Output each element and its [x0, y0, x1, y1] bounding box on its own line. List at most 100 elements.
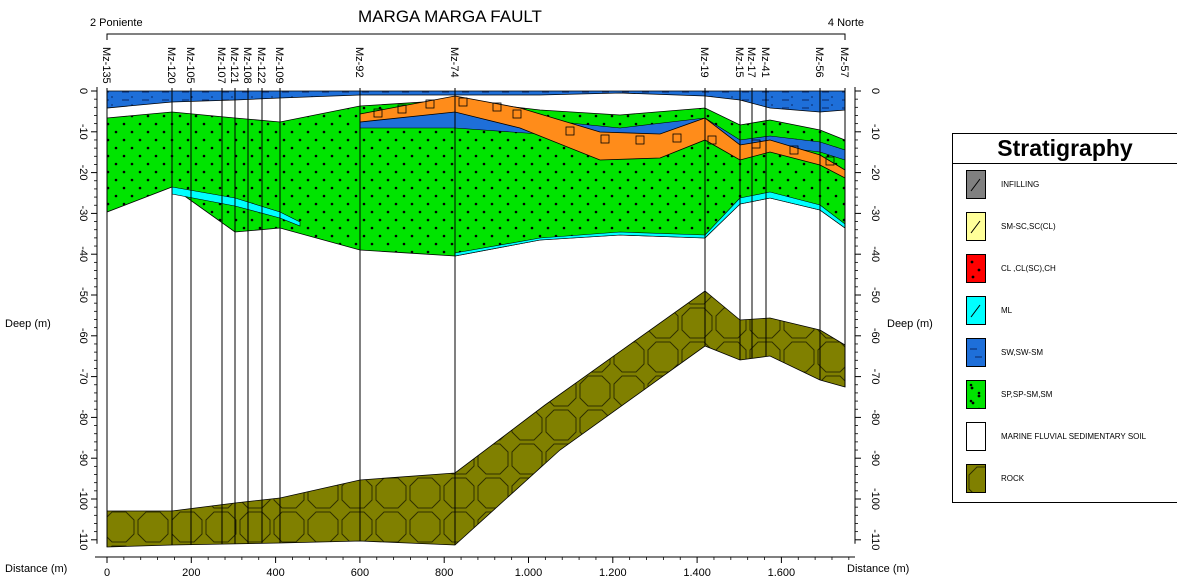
lens-marker [492, 102, 502, 112]
depth-tick-label: -70 [77, 369, 89, 385]
depth-tick-label: -30 [77, 205, 89, 221]
lens-marker [565, 126, 575, 136]
borehole-label: Mz-15 [733, 47, 745, 78]
legend-item: ROCK [953, 458, 1177, 500]
lens-marker [672, 133, 682, 143]
borehole-label: Mz-107 [215, 47, 227, 84]
depth-tick-label: -10 [869, 124, 881, 140]
ml-layer-left [171, 186, 301, 227]
lens-marker [397, 104, 407, 114]
left-end-label: 2 Poniente [90, 17, 143, 29]
distance-axis: 0 200 400 600 800 1.000 1.200 1.400 1.600 [95, 556, 855, 579]
borehole-label: Mz-56 [813, 47, 825, 78]
distance-tick-label: 1.000 [515, 567, 543, 579]
borehole-label: Mz-17 [745, 47, 757, 78]
distance-tick-label: 1.600 [768, 567, 796, 579]
diagram-title: MARGA MARGA FAULT [358, 7, 542, 26]
borehole-label: Mz-108 [241, 47, 253, 84]
distance-tick-label: 1.200 [599, 567, 627, 579]
legend-swatch [966, 338, 986, 367]
depth-axis-left: 0-10-20-30-40-50-60-70-80-90-100-110 [77, 87, 98, 550]
depth-tick-label: 0 [869, 88, 881, 94]
legend-label: SP,SP-SM,SM [1001, 390, 1053, 399]
lens-marker [425, 99, 435, 109]
lens-marker [707, 135, 717, 145]
legend-label: CL ,CL(SC),CH [1001, 264, 1056, 273]
sw-layer [106, 90, 846, 113]
legend-item: CL ,CL(SC),CH [953, 248, 1177, 290]
legend-swatch [966, 464, 986, 493]
depth-tick-label: -70 [869, 369, 881, 385]
depth-tick-label: -40 [869, 246, 881, 262]
depth-tick-label: -60 [869, 328, 881, 344]
distance-tick-label: 0 [104, 567, 110, 579]
depth-tick-label: -10 [77, 124, 89, 140]
legend-item: INFILLING [953, 164, 1177, 206]
borehole-label: Mz-57 [838, 47, 850, 78]
legend-swatch [966, 212, 986, 241]
borehole-label: Mz-121 [228, 47, 240, 84]
depth-tick-label: -100 [77, 488, 89, 510]
depth-tick-label: -110 [77, 529, 89, 550]
borehole-labels: Mz-135 Mz-120 Mz-105 Mz-107 Mz-121 Mz-10… [100, 47, 850, 84]
distance-label-right: Distance (m) [847, 563, 909, 575]
depth-tick-label: -90 [77, 450, 89, 466]
lens-marker [751, 139, 761, 149]
depth-tick-label: -60 [77, 328, 89, 344]
legend-label: SM-SC,SC(CL) [1001, 222, 1056, 231]
borehole-label: Mz-92 [353, 47, 365, 78]
lens-markers [373, 97, 835, 166]
left-axis-label: Deep (m) [5, 318, 51, 330]
depth-tick-label: 0 [77, 88, 89, 94]
right-end-label: 4 Norte [828, 17, 864, 29]
legend-swatch [966, 254, 986, 283]
borehole-lines [106, 88, 846, 547]
depth-tick-label: -40 [77, 246, 89, 262]
lens-marker [789, 145, 799, 155]
geology-layers [106, 90, 846, 548]
depth-tick-label: -90 [869, 450, 881, 466]
legend-swatch [966, 296, 986, 325]
depth-tick-label: -100 [869, 488, 881, 510]
stratigraphy-legend: Stratigraphy INFILLING SM-SC,SC(CL) CL ,CL… [952, 133, 1177, 503]
borehole-label: Mz-19 [698, 47, 710, 78]
distance-tick-label: 200 [182, 567, 200, 579]
borehole-label: Mz-122 [255, 47, 267, 84]
lens-marker [635, 135, 645, 145]
distance-tick-label: 800 [435, 567, 453, 579]
legend-swatch [966, 170, 986, 199]
legend-item: SW,SW-SM [953, 332, 1177, 374]
legend-swatch [966, 380, 986, 409]
rock-layer [106, 290, 846, 548]
legend-item: SM-SC,SC(CL) [953, 206, 1177, 248]
depth-tick-label: -30 [869, 205, 881, 221]
legend-title: Stratigraphy [953, 134, 1177, 164]
borehole-label: Mz-120 [165, 47, 177, 84]
depth-tick-label: -110 [869, 529, 881, 550]
legend-item: MARINE FLUVIAL SEDIMENTARY SOIL [953, 416, 1177, 458]
legend-label: SW,SW-SM [1001, 348, 1044, 357]
distance-tick-label: 1.400 [683, 567, 711, 579]
distance-tick-label: 600 [351, 567, 369, 579]
depth-tick-label: -80 [77, 409, 89, 425]
distance-tick-label: 400 [266, 567, 284, 579]
legend-item: ML [953, 290, 1177, 332]
lens-marker [458, 97, 468, 107]
right-axis-label: Deep (m) [887, 318, 933, 330]
legend-label: INFILLING [1001, 180, 1040, 189]
lens-marker [373, 108, 383, 118]
borehole-label: Mz-41 [759, 47, 771, 78]
depth-tick-label: -20 [77, 165, 89, 181]
borehole-label: Mz-105 [184, 47, 196, 84]
depth-tick-label: -80 [869, 409, 881, 425]
lens-marker [825, 156, 835, 166]
section-line [106, 33, 846, 40]
legend-item: SP,SP-SM,SM [953, 374, 1177, 416]
borehole-label: Mz-74 [448, 47, 460, 78]
borehole-label: Mz-135 [100, 47, 112, 84]
legend-swatch [966, 422, 986, 451]
distance-label-left: Distance (m) [5, 563, 67, 575]
borehole-label: Mz-109 [273, 47, 285, 84]
legend-label: MARINE FLUVIAL SEDIMENTARY SOIL [1001, 432, 1147, 441]
